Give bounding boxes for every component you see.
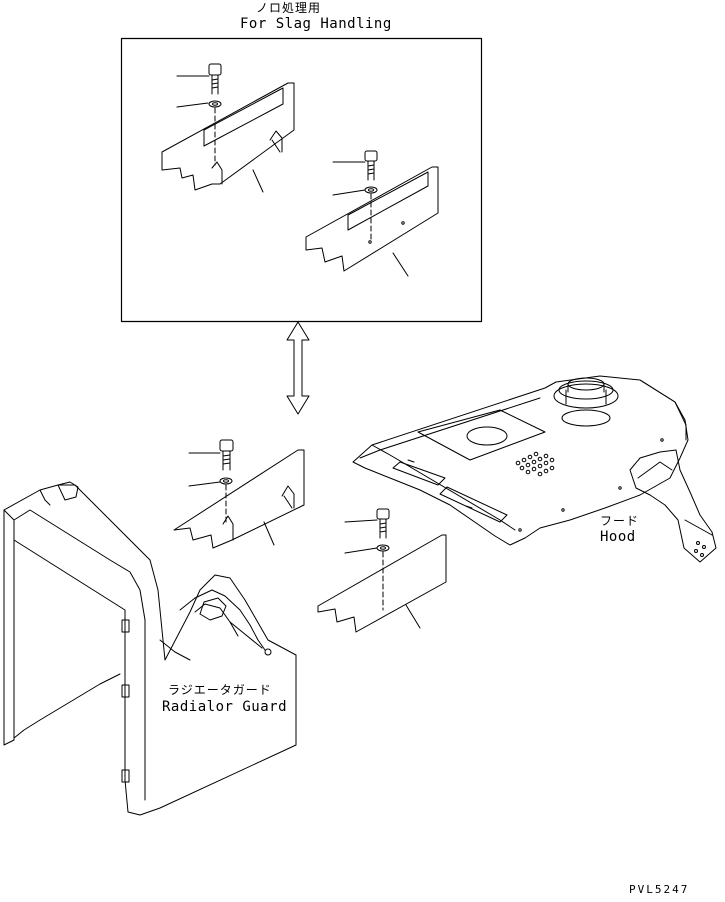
interchange-arrow [286, 321, 310, 415]
main-left-washer [219, 477, 233, 485]
hood-label-en: Hood [600, 529, 636, 545]
slag-handling-label-en: For Slag Handling [240, 16, 392, 32]
main-right-bolt [376, 508, 390, 539]
drawing-code: PVL5247 [629, 883, 690, 896]
slag-handling-inset-box [120, 37, 483, 323]
radiator-guard [3, 481, 297, 816]
main-right-washer [376, 544, 390, 552]
main-left-bolt [219, 439, 234, 471]
inset-left-cover [161, 82, 295, 191]
hood [352, 375, 717, 563]
inset-right-bolt [364, 150, 378, 181]
inset-left-washer [208, 100, 222, 108]
main-left-cover [173, 449, 305, 549]
radiator-guard-label-jp: ラジエータガード [168, 683, 272, 697]
inset-right-washer [364, 186, 378, 194]
inset-right-cover [305, 166, 439, 272]
main-right-cover [317, 534, 447, 633]
slag-handling-label-jp: ノロ処理用 [256, 1, 322, 15]
inset-left-bolt [208, 63, 222, 95]
hood-label-jp: フード [600, 514, 640, 528]
radiator-guard-label-en: Radialor Guard [162, 699, 288, 715]
